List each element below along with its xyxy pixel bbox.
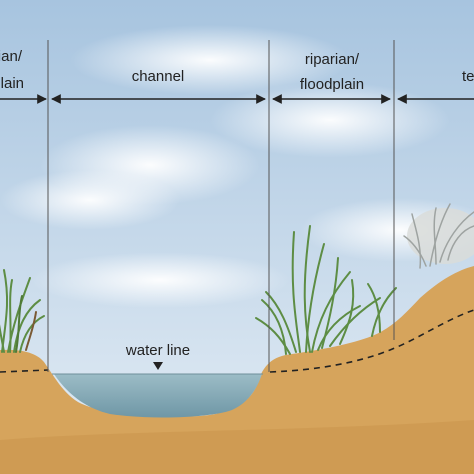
- zone-label-channel: channel: [132, 68, 185, 85]
- zone-label-riparian-left-line2: floodplain: [0, 75, 24, 92]
- ground-shading: [0, 420, 474, 474]
- ground-profile: [0, 266, 474, 474]
- left-bank-grass: [0, 269, 45, 353]
- right-bank-grass: [255, 225, 397, 355]
- zone-dividers: [47, 40, 395, 372]
- zone-label-riparian-right-line2: floodplain: [300, 76, 364, 93]
- water-line-label: water line: [125, 342, 190, 359]
- zone-label-riparian-right-line1: riparian/: [305, 51, 360, 68]
- zone-label-terrace: terrace: [462, 68, 474, 85]
- zone-label-riparian-left-line1: riparian/: [0, 48, 23, 65]
- water-line-marker: [153, 362, 163, 370]
- terrace-shrub: [403, 203, 474, 269]
- subsurface-dashed-line: [0, 309, 474, 373]
- water-body: [54, 374, 262, 418]
